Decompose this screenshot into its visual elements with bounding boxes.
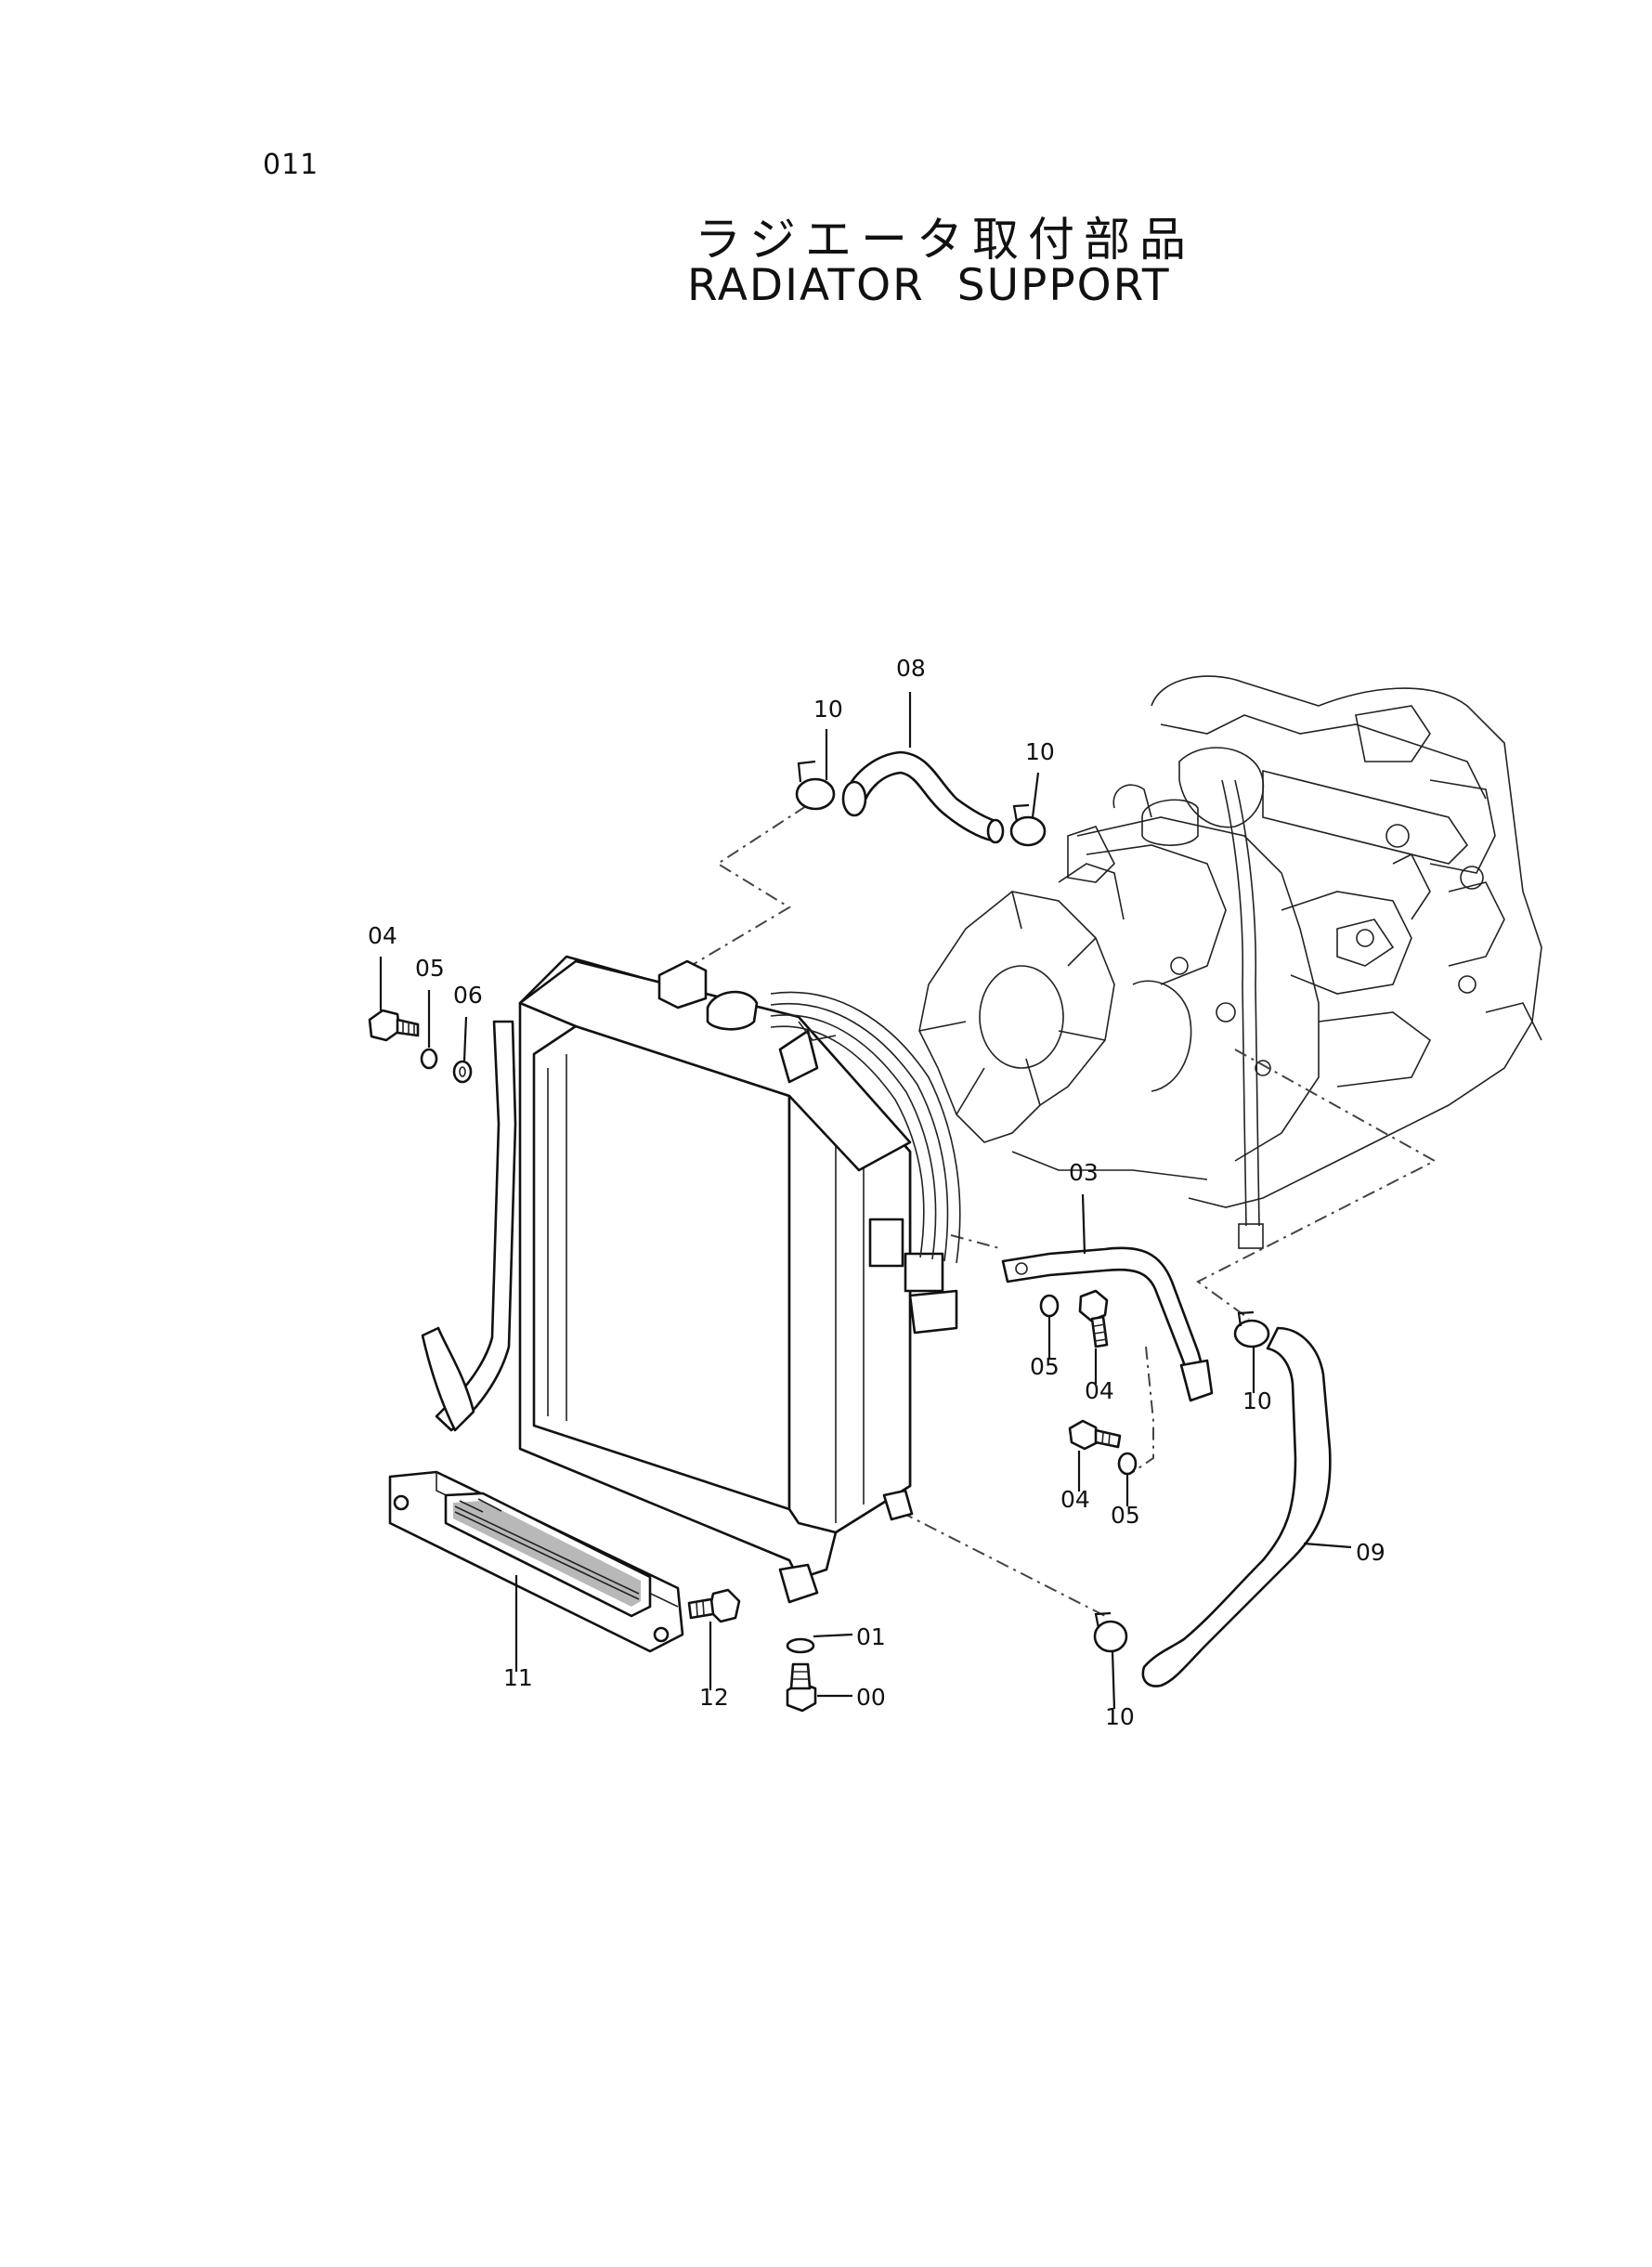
drain-plug-00 <box>786 1662 817 1713</box>
radiator-stay <box>1001 1246 1214 1402</box>
callout-c10b: 10 <box>1025 738 1055 765</box>
callout-c08: 08 <box>896 655 926 682</box>
spring-washer-05-stay <box>1039 1294 1060 1318</box>
callout-c09: 09 <box>1356 1539 1385 1566</box>
callout-c03: 03 <box>1069 1159 1099 1186</box>
callout-c10c: 10 <box>1242 1388 1272 1414</box>
leader-bolt <box>1132 1346 1154 1473</box>
callout-c00: 00 <box>856 1684 886 1711</box>
callout-c10a: 10 <box>813 696 843 723</box>
title-english: RADIATOR SUPPORT <box>687 260 1171 311</box>
callout-c05b: 05 <box>1030 1353 1060 1380</box>
hose-clamp-upper-right <box>1009 803 1047 847</box>
callout-c01: 01 <box>856 1623 886 1650</box>
callout-c04a: 04 <box>368 922 397 949</box>
callout-c05a: 05 <box>415 955 445 982</box>
under-cover <box>388 1470 684 1653</box>
leader-lower-hose <box>1196 1049 1437 1320</box>
callout-c12: 12 <box>699 1684 729 1711</box>
hose-clamp-lower-right <box>1233 1310 1270 1348</box>
callout-c05c: 05 <box>1111 1502 1140 1529</box>
callout-c04b: 04 <box>1085 1377 1114 1404</box>
page-number: 011 <box>263 149 319 181</box>
callout-c10d: 10 <box>1105 1703 1135 1730</box>
hose-clamp-upper-left <box>795 760 836 811</box>
bolt-12 <box>687 1588 741 1623</box>
leader-bottom-hose <box>900 1511 1106 1617</box>
callout-leaders <box>379 692 1352 1710</box>
lower-radiator-hose <box>1141 1326 1332 1687</box>
upper-radiator-hose <box>841 750 1005 844</box>
bolt-04-lower <box>1068 1419 1122 1451</box>
engine-block <box>1067 675 1542 1249</box>
bolt-04-stay <box>1078 1289 1109 1348</box>
washer-01 <box>786 1637 815 1654</box>
callout-c04c: 04 <box>1060 1486 1090 1513</box>
spring-washer-05-left <box>420 1048 438 1070</box>
title-japanese: ラジエータ取付部品 <box>695 213 1195 267</box>
radiator-assembly <box>421 955 958 1604</box>
washer-06 <box>452 1060 473 1084</box>
cooling-fan <box>918 863 1208 1180</box>
spring-washer-05-lower <box>1117 1452 1138 1476</box>
callout-c06: 06 <box>453 982 483 1009</box>
leader-upper-hose <box>688 805 807 968</box>
callout-labels: 08 10 10 04 05 06 03 05 04 10 04 05 09 01 11 12 00 10 <box>368 655 1385 1730</box>
hose-clamp-bottom <box>1093 1611 1128 1653</box>
callout-c11: 11 <box>503 1664 533 1691</box>
fan-shroud <box>770 991 961 1264</box>
bolt-04-left <box>368 1009 420 1042</box>
